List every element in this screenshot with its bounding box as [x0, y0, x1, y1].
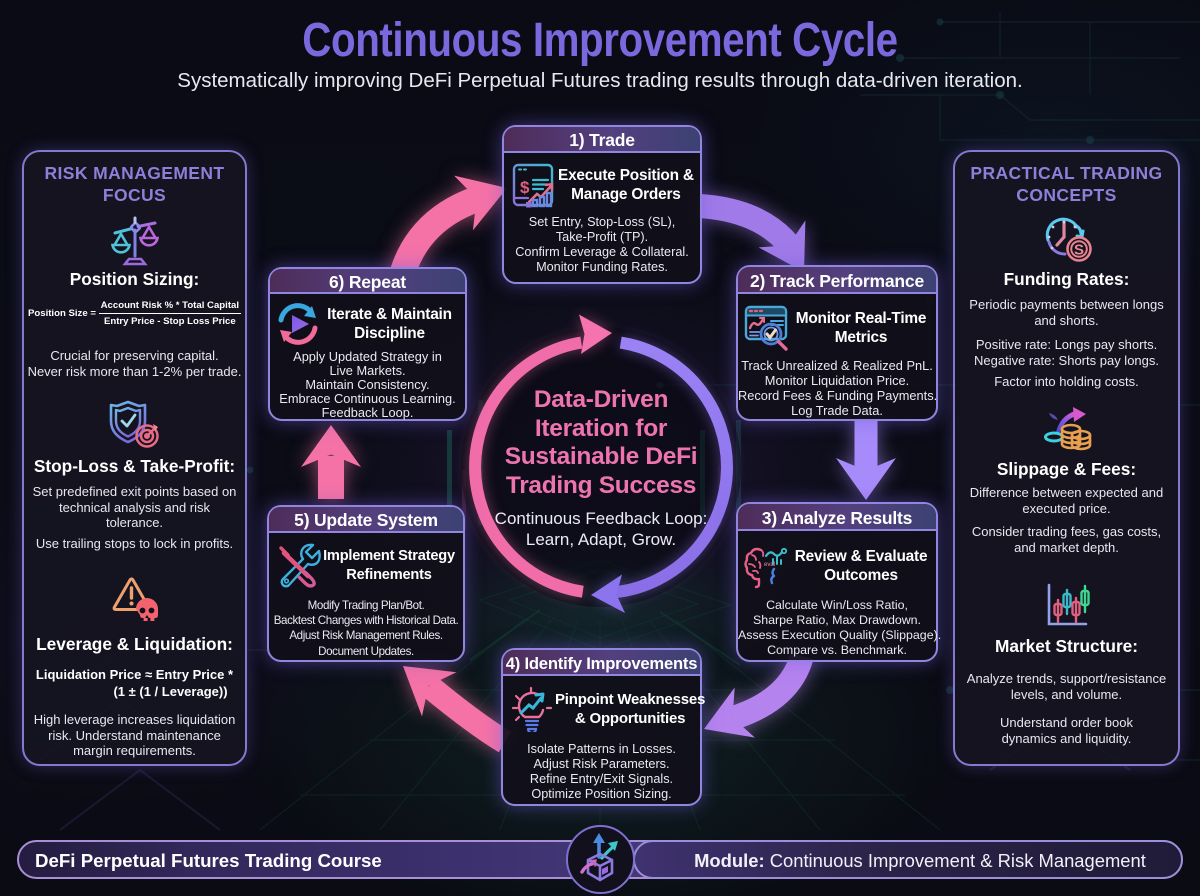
svg-text:$: $: [520, 178, 530, 197]
svg-text:S: S: [1073, 242, 1083, 259]
svg-text:eval: eval: [764, 562, 775, 568]
